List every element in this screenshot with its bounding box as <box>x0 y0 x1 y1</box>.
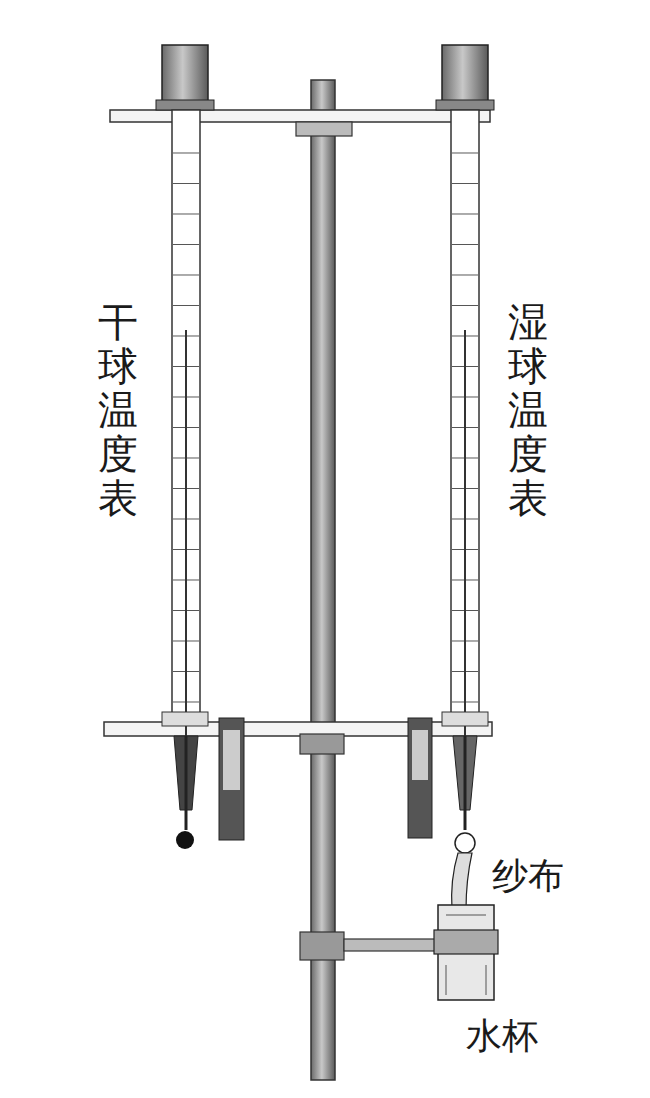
part-label: 纱布 <box>492 852 564 901</box>
part-label: 水杯 <box>466 1012 538 1061</box>
thermometer-label: 湿球温度表 <box>508 300 548 520</box>
water-cup <box>434 905 498 1000</box>
dry-thermometer <box>156 45 214 849</box>
pole-clamp <box>296 122 352 136</box>
cup-arm <box>344 939 438 951</box>
top-bar <box>110 110 490 122</box>
gauze <box>452 853 472 910</box>
clip <box>219 718 244 840</box>
support-pole <box>311 80 335 1080</box>
pole-clamp <box>300 734 344 754</box>
pole-clamp <box>300 932 344 960</box>
clip <box>408 718 432 838</box>
wet-thermometer <box>436 45 494 853</box>
thermometer-label: 干球温度表 <box>98 300 138 520</box>
